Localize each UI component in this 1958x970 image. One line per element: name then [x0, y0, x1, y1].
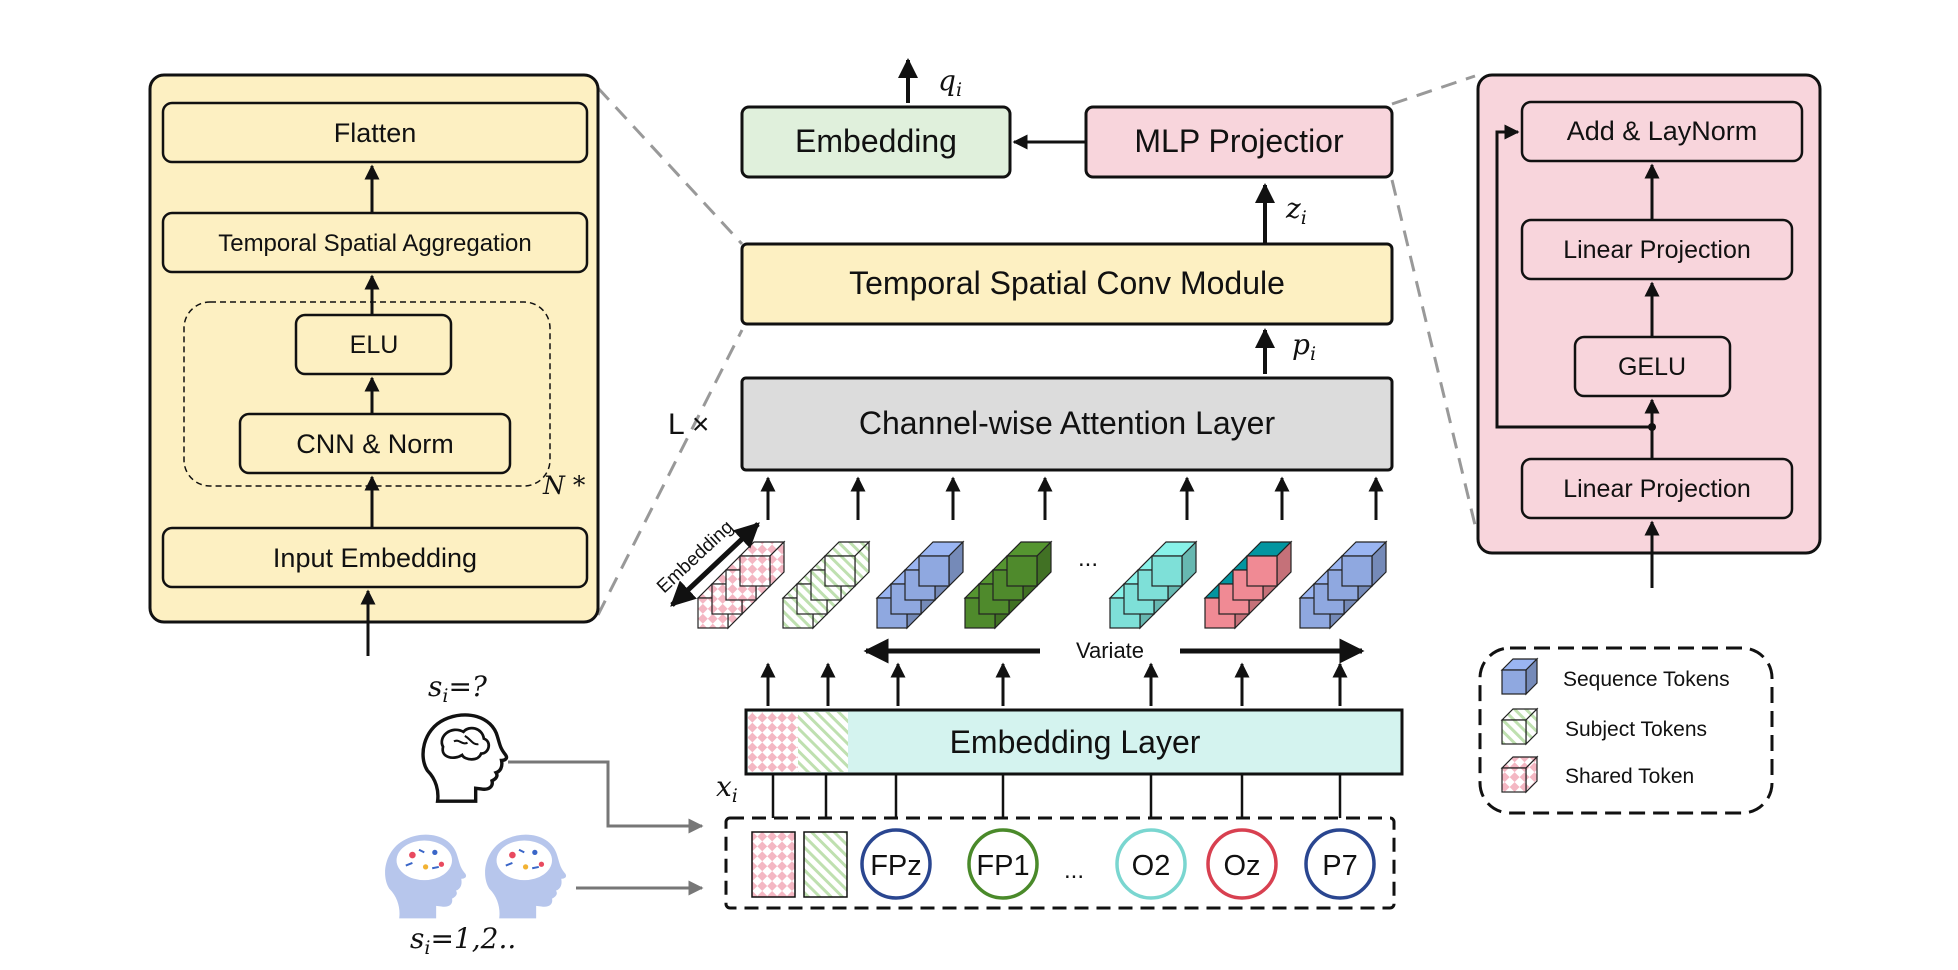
legend — [1478, 646, 1774, 815]
attention-layer-box — [740, 376, 1394, 472]
cnn-norm-box — [238, 412, 512, 475]
ts-conv-module-label: Temporal Spatial Conv Module — [849, 265, 1285, 301]
embedding-output-label: Embedding — [795, 123, 957, 159]
z-label: zi — [1285, 192, 1307, 229]
mlp-projection-label: MLP Projectior — [1134, 123, 1344, 159]
gelu-label: GELU — [1618, 353, 1686, 381]
known-subject-label: si=1,2.. — [410, 922, 516, 959]
channel-fpz: FPz — [860, 828, 932, 900]
connector-line — [596, 86, 744, 246]
connector-line — [1391, 74, 1476, 106]
channel-label: FPz — [870, 850, 922, 882]
legend-sequence-label: Sequence Tokens — [1563, 668, 1730, 691]
flatten-label: Flatten — [334, 118, 417, 148]
attention-layer-label: Channel-wise Attention Layer — [859, 405, 1276, 441]
token-cube — [1005, 540, 1053, 588]
add-norm-box — [1520, 100, 1804, 163]
legend-shared-label: Shared Token — [1565, 765, 1694, 788]
channel-circles: FPz FP1 O2 Oz P7 — [860, 828, 1376, 900]
shared-input-token — [751, 831, 796, 898]
legend-subject-label: Subject Tokens — [1565, 718, 1707, 741]
embedding-arrows — [760, 662, 1348, 706]
q-label: qi — [938, 64, 962, 101]
subject-token-stack — [781, 540, 871, 630]
embedding-axis-arrow — [670, 522, 760, 607]
unknown-subject-arrow — [508, 760, 704, 834]
linear-top-box — [1520, 218, 1794, 281]
token-cube — [738, 540, 786, 588]
token-cube — [1245, 540, 1293, 588]
channel-o2: O2 — [1115, 828, 1187, 900]
sequence-token-stack — [1108, 540, 1198, 630]
legend-sequence-cube — [1500, 657, 1539, 696]
sequence-token-stack — [963, 540, 1053, 630]
linear-bottom-label: Linear Projection — [1563, 475, 1751, 503]
aggregation-label: Temporal Spatial Aggregation — [218, 230, 532, 257]
add-norm-label: Add & LayNorm — [1567, 116, 1758, 146]
embedding-layer-label: Embedding Layer — [950, 724, 1201, 760]
input-embedding-label: Input Embedding — [273, 543, 477, 573]
channel-fp1: FP1 — [967, 828, 1039, 900]
input-embedding-box — [161, 526, 589, 589]
channel-p7: P7 — [1304, 828, 1376, 900]
ts-conv-module-box — [740, 242, 1394, 326]
cnn-norm-label: CNN & Norm — [296, 429, 454, 459]
linear-top-label: Linear Projection — [1563, 236, 1751, 264]
token-cube — [823, 540, 871, 588]
sequence-token-stack — [1298, 540, 1388, 630]
legend-shared-cube — [1500, 755, 1539, 794]
x-label: xi — [716, 770, 738, 807]
token-arrows — [760, 476, 1384, 520]
legend-subject-cube — [1500, 707, 1539, 746]
token-cube — [917, 540, 965, 588]
connector-line — [1390, 179, 1477, 526]
residual-connection — [1495, 124, 1652, 429]
linear-bottom-box — [1520, 457, 1794, 520]
layer-count-label: L × — [668, 408, 709, 441]
token-cube — [1340, 540, 1388, 588]
shared-token-patch — [748, 712, 798, 772]
subject-token-patch — [798, 712, 848, 772]
aggregation-box — [161, 211, 589, 274]
channel-ellipsis: ... — [1064, 857, 1084, 884]
variate-axis-label: Variate — [1076, 638, 1144, 663]
token-cube — [1150, 540, 1198, 588]
elu-label: ELU — [350, 331, 399, 359]
embedding-layer-box — [744, 708, 1404, 776]
token-ellipsis: ... — [1078, 545, 1098, 572]
channel-oz: Oz — [1206, 828, 1278, 900]
channel-label: P7 — [1322, 850, 1357, 882]
channel-label: Oz — [1223, 850, 1260, 882]
sequence-token-stack — [1203, 540, 1293, 630]
known-subject-head-1 — [385, 834, 467, 919]
known-subject-head-2 — [485, 834, 567, 919]
repeat-label: N * — [542, 471, 586, 500]
unknown-subject-label: si=? — [428, 670, 488, 707]
token-stacks — [696, 540, 1388, 630]
subject-input-token — [803, 831, 848, 898]
unknown-subject-head — [421, 713, 509, 803]
legend-cubes — [1500, 657, 1539, 794]
p-label: pi — [1292, 328, 1316, 365]
right-panel — [1476, 73, 1822, 555]
sequence-token-stack — [875, 540, 965, 630]
channel-label: FP1 — [976, 850, 1029, 882]
embedding-output-box — [740, 105, 1012, 179]
channel-label: O2 — [1132, 850, 1171, 882]
flatten-box — [161, 101, 589, 164]
connector-line — [596, 329, 744, 616]
